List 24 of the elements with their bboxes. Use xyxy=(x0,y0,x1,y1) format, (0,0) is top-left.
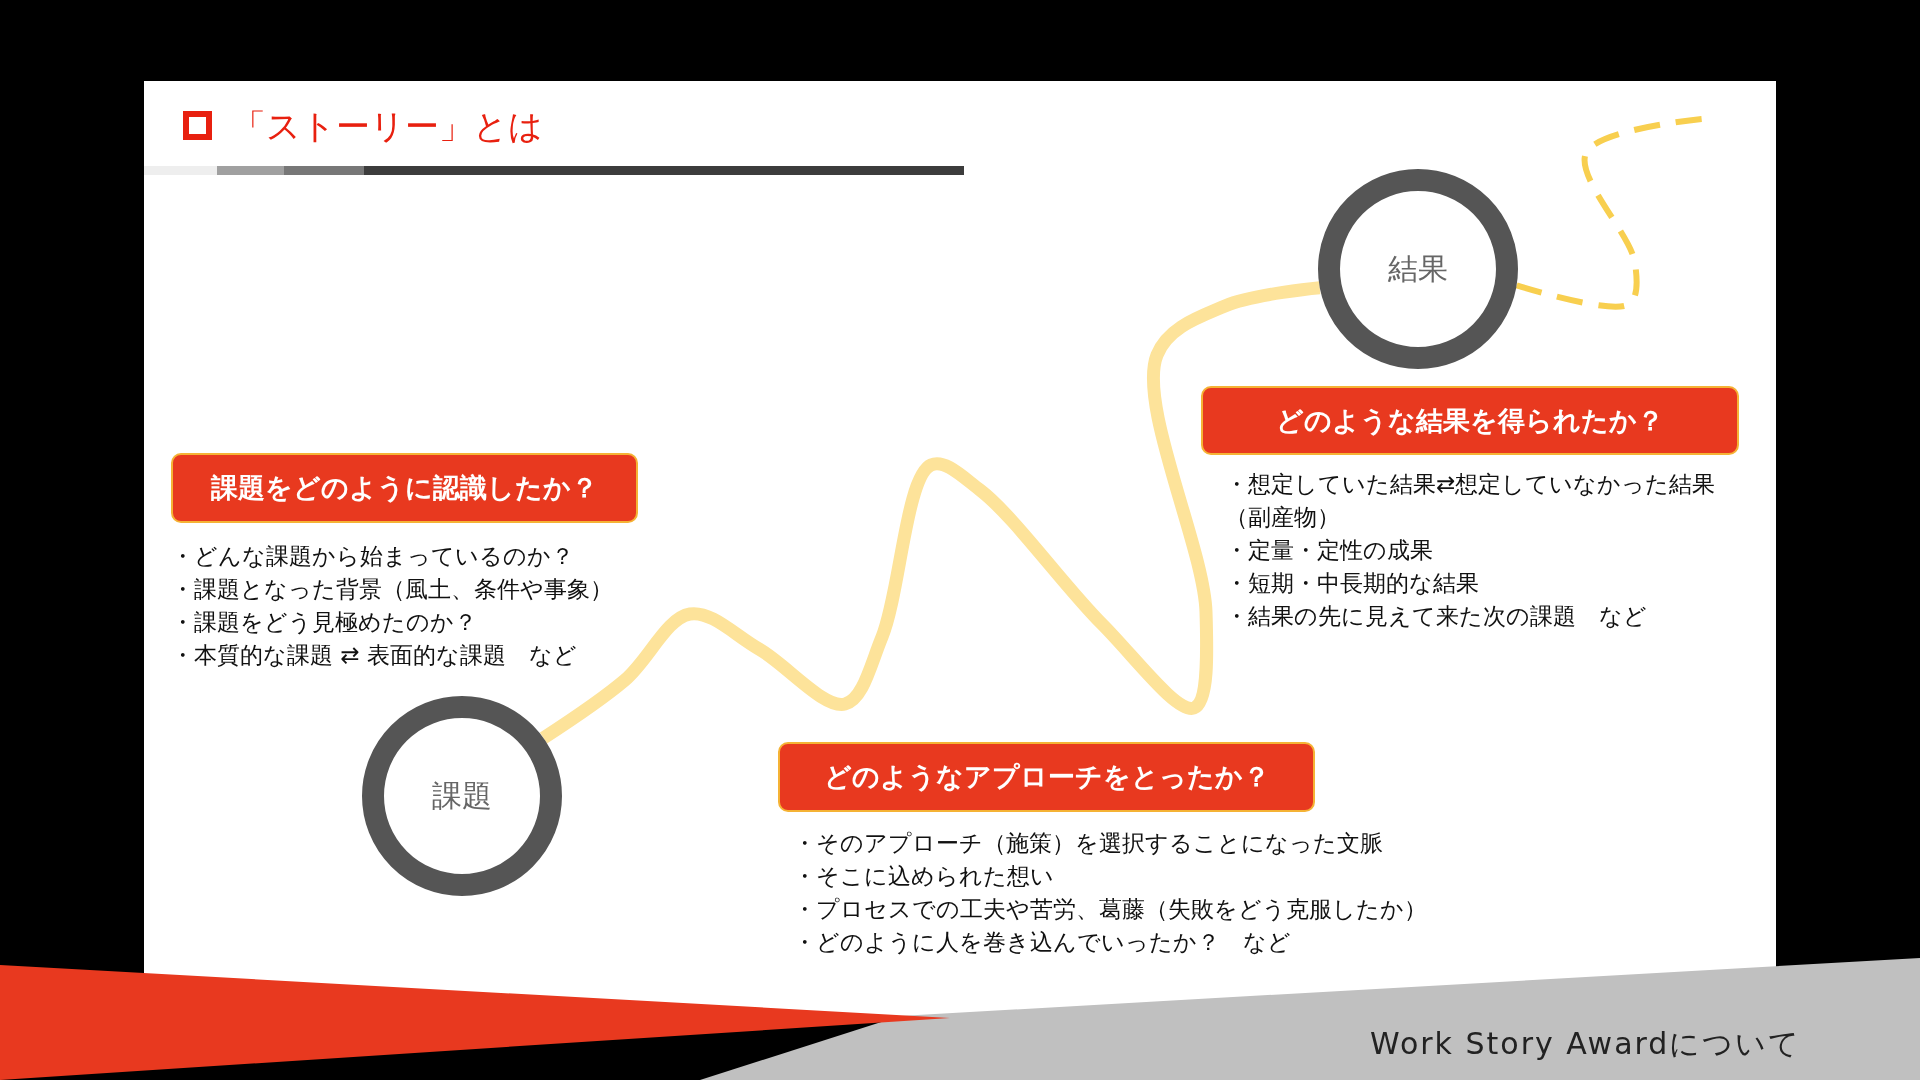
bullet-text: ・本質的な課題 ⇄ 表面的な課題 など xyxy=(171,641,577,670)
bullet-text: ・結果の先に見えて来た次の課題 など xyxy=(1225,602,1647,631)
slide-title: 「ストーリー」とは xyxy=(232,105,543,148)
bullet-text: ・想定していた結果⇄想定していなかった結果（副産物） xyxy=(1225,470,1717,532)
bullet-text: ・そこに込められた想い xyxy=(793,862,1054,891)
heading-text: どのような結果を得られたか？ xyxy=(1276,403,1664,438)
heading-banner xyxy=(171,453,638,523)
heading-banner xyxy=(778,742,1315,812)
footer-text: Work Story Awardについて xyxy=(1370,1025,1802,1063)
bullet-text: ・プロセスでの工夫や苦労、葛藤（失敗をどう克服したか） xyxy=(793,895,1427,924)
heading-banner xyxy=(1201,386,1739,455)
bullet-text: ・どんな課題から始まっているのか？ xyxy=(171,542,574,571)
bullet-text: ・どのように人を巻き込んでいったか？ など xyxy=(793,928,1291,957)
winding-path xyxy=(539,281,1321,744)
bullet-text: ・そのアプローチ（施策）を選択することになった文脈 xyxy=(793,829,1383,858)
heading-text: 課題をどのように認識したか？ xyxy=(211,471,598,505)
dashed-path xyxy=(1515,116,1703,310)
bullet-text: ・課題となった背景（風土、条件や事象） xyxy=(171,575,613,604)
heading-text: どのようなアプローチをとったか？ xyxy=(823,760,1270,794)
bullet-text: ・定量・定性の成果 xyxy=(1225,536,1433,565)
node-label: 課題 xyxy=(432,776,492,815)
node-label: 結果 xyxy=(1388,249,1448,288)
bullet-text: ・短期・中長期的な結果 xyxy=(1225,569,1479,598)
bullet-text: ・課題をどう見極めたのか？ xyxy=(171,608,477,637)
